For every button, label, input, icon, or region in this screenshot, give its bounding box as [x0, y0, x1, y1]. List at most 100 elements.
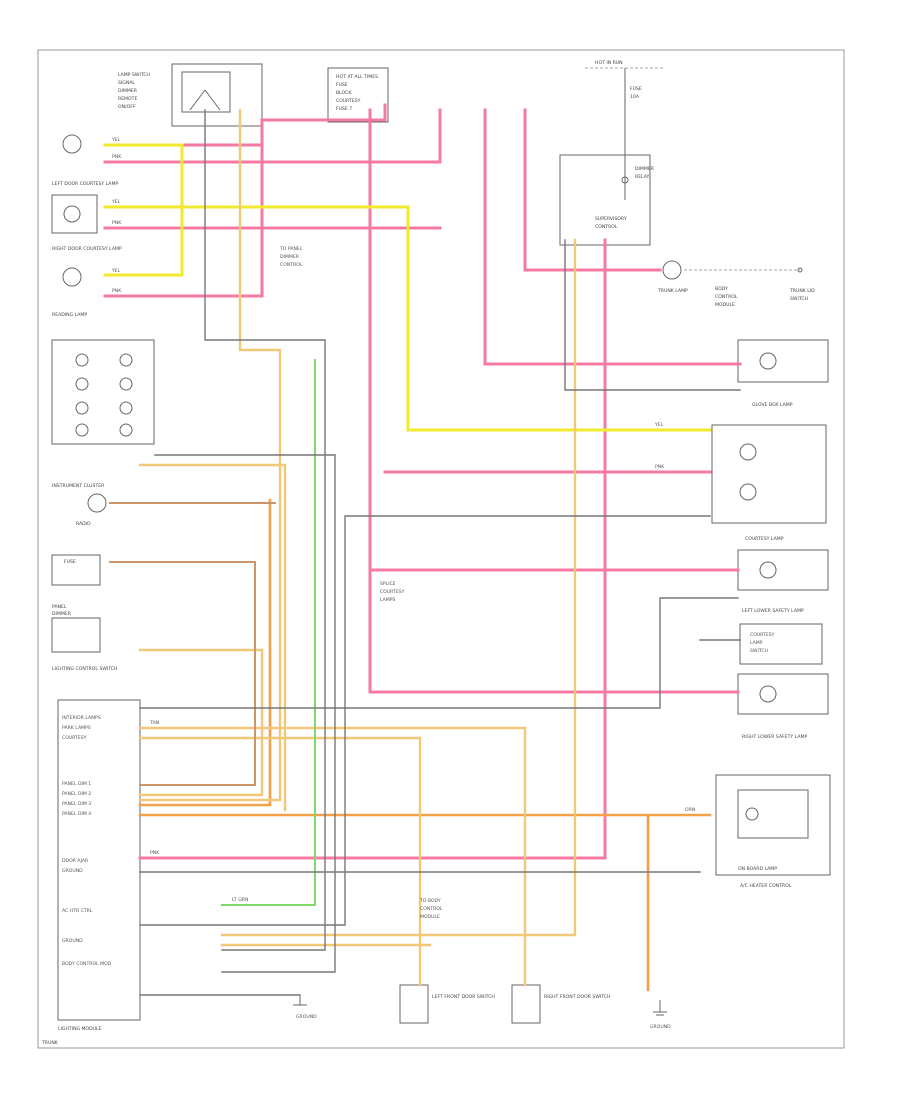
orange-wires	[138, 498, 712, 992]
svg-text:LAMPS: LAMPS	[380, 597, 396, 603]
svg-text:FUSE: FUSE	[630, 86, 642, 92]
left-front-door-switch-box	[399, 984, 429, 1024]
svg-text:10A: 10A	[630, 94, 640, 100]
svg-text:TRUNK LID: TRUNK LID	[789, 288, 815, 294]
svg-text:FUSE: FUSE	[336, 82, 348, 88]
svg-text:LAMP SWITCH: LAMP SWITCH	[118, 72, 150, 78]
pink-wires	[103, 103, 742, 860]
left-door-courtesy-label: LEFT DOOR COURTESY LAMP	[52, 181, 118, 187]
svg-text:CONTROL: CONTROL	[420, 906, 443, 912]
svg-text:PANEL: PANEL	[52, 604, 67, 610]
svg-text:ON BOARD LAMP: ON BOARD LAMP	[738, 866, 777, 872]
yellow-wires	[103, 143, 712, 432]
module-pin-7: DOOR AJAR	[62, 858, 89, 864]
top-switch-block	[171, 63, 263, 127]
right-door-courtesy-label: RIGHT DOOR COURTESY LAMP	[52, 246, 122, 252]
svg-text:HOT AT ALL TIMES: HOT AT ALL TIMES	[336, 74, 378, 80]
wire-code-3: PNK	[112, 220, 122, 226]
svg-text:TO PANEL: TO PANEL	[279, 246, 303, 252]
svg-text:SWITCH: SWITCH	[790, 296, 808, 302]
ground-symbol-bottom-left	[293, 995, 307, 1006]
right-lower-lamp-icon	[759, 685, 777, 703]
lighting-module-box	[57, 699, 141, 1021]
green-wires	[221, 359, 316, 906]
module-pin-1: PARK LAMPS	[62, 725, 91, 731]
footwell-lamp-1-icon	[739, 443, 757, 461]
lighting-module-label: LIGHTING MODULE	[58, 1026, 102, 1032]
module-pin-4: PANEL DIM 2	[62, 791, 91, 797]
module-pin-8: GROUND	[62, 868, 83, 874]
svg-text:TO BODY: TO BODY	[419, 898, 441, 904]
svg-text:ON/OFF: ON/OFF	[118, 104, 136, 110]
svg-text:COURTESY: COURTESY	[380, 589, 405, 595]
module-pin-6: PANEL DIM 4	[62, 811, 91, 817]
svg-text:SIGNAL: SIGNAL	[118, 80, 135, 86]
left-top-lamp-icon	[62, 134, 82, 154]
svg-text:RELAY: RELAY	[635, 174, 650, 180]
module-pin-5: PANEL DIM 3	[62, 801, 91, 807]
svg-text:COURTESY: COURTESY	[336, 98, 361, 104]
module-pin-2: COURTESY	[62, 735, 87, 741]
right-front-door-switch-label: RIGHT FRONT DOOR SWITCH	[544, 994, 610, 1000]
wire-code-4: YEL	[111, 268, 121, 274]
wire-code-8: ORN	[685, 807, 695, 813]
svg-text:CONTROL: CONTROL	[715, 294, 738, 300]
svg-text:GROUND: GROUND	[296, 1014, 317, 1020]
gray-wires	[139, 109, 741, 996]
svg-text:HOT IN RUN: HOT IN RUN	[595, 60, 623, 66]
right-door-lamp-icon	[62, 267, 82, 287]
trunk-lamp-label: TRUNK LAMP	[657, 288, 688, 294]
lighting-control-switch-label: LIGHTING CONTROL SWITCH	[52, 666, 117, 672]
svg-text:DIMMER: DIMMER	[52, 611, 72, 617]
svg-text:CONTROL: CONTROL	[595, 224, 618, 230]
svg-text:SWITCH: SWITCH	[750, 648, 768, 654]
module-pin-11: BODY CONTROL MOD	[62, 961, 112, 967]
instrument-cluster-box	[51, 339, 155, 445]
wire-code-9: TAN	[149, 720, 159, 726]
ac-heater-control-box	[715, 774, 831, 876]
svg-text:SUPERVISORY: SUPERVISORY	[595, 216, 627, 222]
wire-code-1: YEL	[111, 137, 121, 143]
wire-code-0: PNK	[112, 154, 122, 160]
svg-text:BLOCK: BLOCK	[336, 90, 352, 96]
fuse-label: FUSE	[64, 559, 76, 565]
svg-text:CONTROL: CONTROL	[280, 262, 303, 268]
radio-label: RADIO	[76, 521, 91, 527]
fuse-block-top	[327, 67, 389, 123]
svg-text:BODY: BODY	[715, 286, 728, 292]
ac-heater-control-label: A/C HEATER CONTROL	[740, 883, 792, 889]
svg-text:SPLICE: SPLICE	[380, 581, 396, 587]
fuse-box	[51, 554, 101, 586]
svg-text:DIMMER: DIMMER	[118, 88, 138, 94]
footwell-lamp-2-icon	[739, 483, 757, 501]
left-lower-lamp-icon	[759, 561, 777, 579]
left-door-lamp-icon	[63, 205, 81, 223]
ground-symbol-bottom-right	[653, 1000, 667, 1016]
right-front-door-switch-box	[511, 984, 541, 1024]
svg-text:COURTESY: COURTESY	[750, 632, 775, 638]
svg-text:LEFT LOWER SAFETY LAMP: LEFT LOWER SAFETY LAMP	[742, 608, 804, 614]
module-pin-9: AC HTR CTRL	[62, 908, 93, 914]
svg-text:MODULE: MODULE	[715, 302, 735, 308]
courtesy-lamp-label: COURTESY LAMP	[745, 536, 784, 542]
left-front-door-switch-label: LEFT FRONT DOOR SWITCH	[432, 994, 495, 1000]
footer-label: TRUNK	[41, 1040, 59, 1046]
instrument-cluster-label: INSTRUMENT CLUSTER	[52, 483, 105, 489]
svg-text:GROUND: GROUND	[650, 1024, 671, 1030]
svg-text:REMOTE: REMOTE	[118, 96, 137, 102]
svg-text:RIGHT LOWER SAFETY LAMP: RIGHT LOWER SAFETY LAMP	[742, 734, 807, 740]
wire-code-labels: YEL PNK YEL PNK YEL PNK YEL PNK ORN TAN …	[111, 137, 695, 903]
glove-box-lamp-label: GLOVE BOX LAMP	[752, 402, 793, 408]
trunk-lamp-icon	[662, 260, 682, 280]
wire-code-2: YEL	[111, 199, 121, 205]
wire-code-6: YEL	[654, 422, 664, 428]
svg-text:READING LAMP: READING LAMP	[52, 312, 87, 318]
glove-box-lamp-icon	[759, 352, 777, 370]
module-pin-labels: INTERIOR LAMPS PARK LAMPS COURTESY PANEL…	[62, 715, 112, 967]
module-pin-10: GROUND	[62, 938, 83, 944]
wire-code-10: PNK	[150, 850, 160, 856]
svg-text:MODULE: MODULE	[420, 914, 440, 920]
module-pin-0: INTERIOR LAMPS	[62, 715, 101, 721]
svg-text:DIMMER: DIMMER	[280, 254, 300, 260]
